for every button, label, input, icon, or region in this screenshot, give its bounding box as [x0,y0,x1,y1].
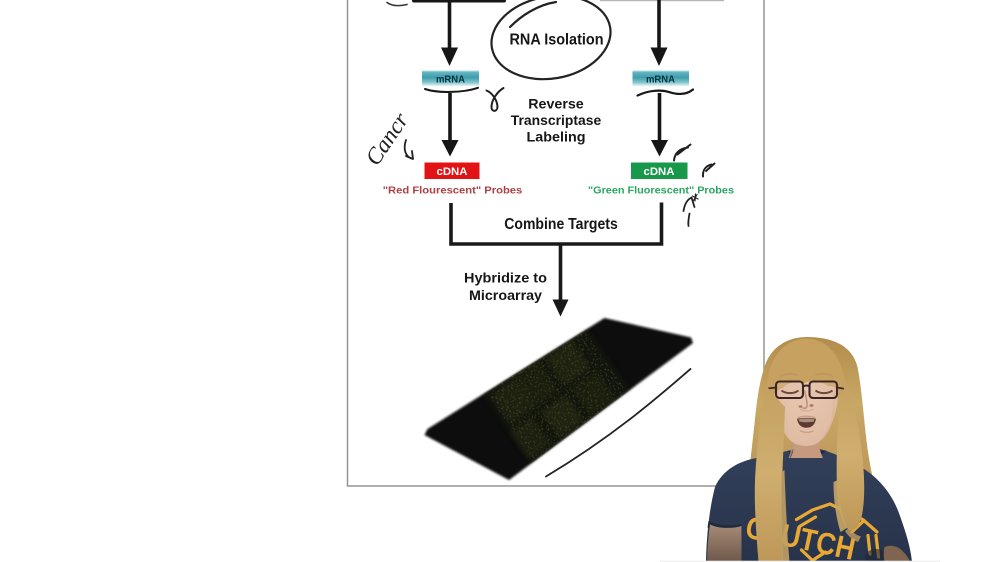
svg-text:RNA Isolation: RNA Isolation [510,32,604,49]
svg-text:Hybridize to: Hybridize to [464,270,547,286]
svg-text:Combine Targets: Combine Targets [504,216,618,233]
svg-text:"Green Fluorescent" Probes: "Green Fluorescent" Probes [588,185,734,196]
svg-text:Transcriptase: Transcriptase [511,112,602,128]
svg-text:"Red Flourescent" Probes: "Red Flourescent" Probes [383,186,523,197]
svg-text:Reverse: Reverse [528,96,584,112]
svg-text:mRNA: mRNA [646,74,675,86]
svg-text:mRNA: mRNA [436,74,465,86]
svg-text:cDNA: cDNA [437,166,468,178]
svg-text:Microarray: Microarray [469,287,542,303]
svg-text:Labeling: Labeling [527,129,586,145]
svg-text:cDNA: cDNA [644,166,675,178]
